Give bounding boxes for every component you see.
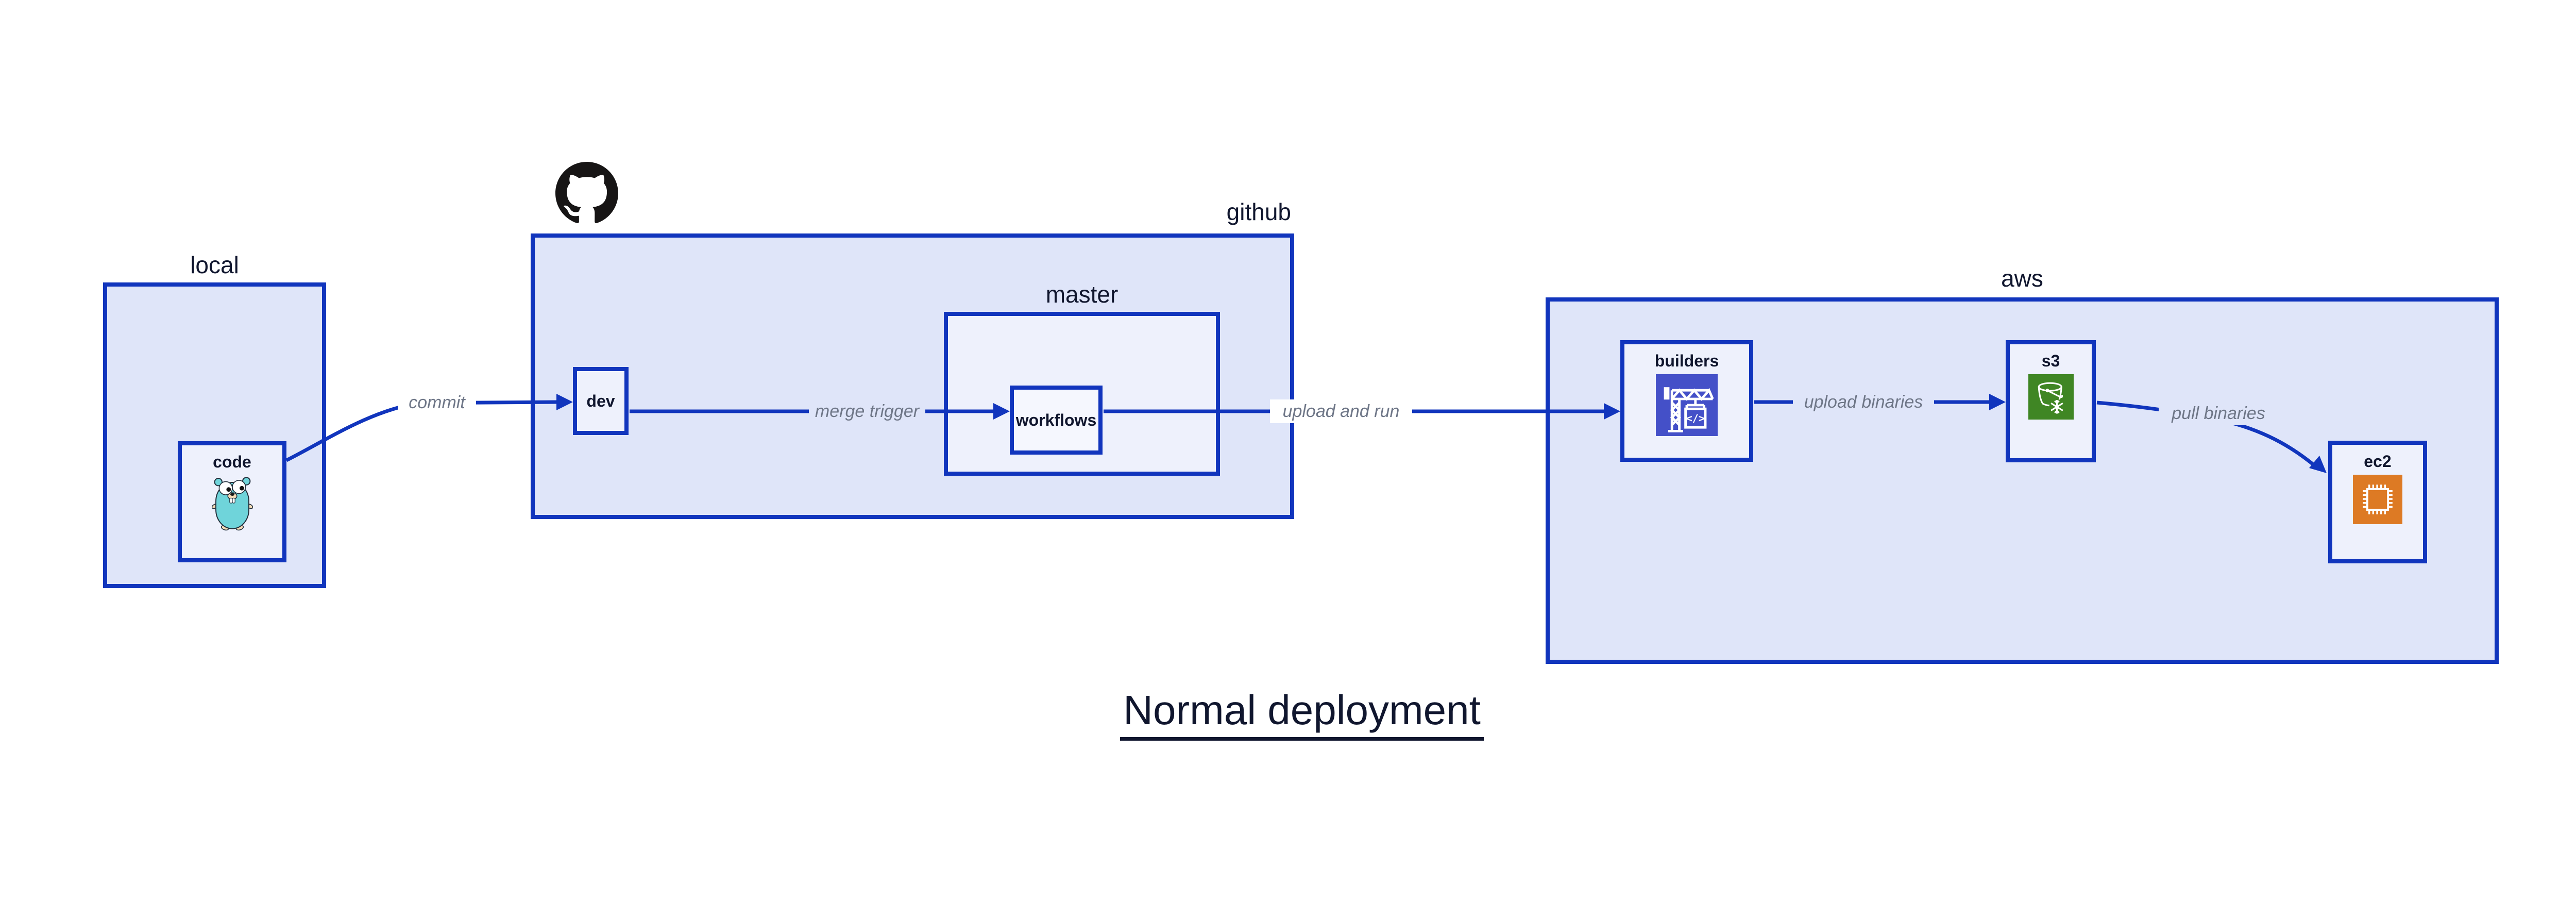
builders-node: builders </> <box>1620 340 1753 462</box>
diagram-title-text: Normal deployment <box>1120 687 1484 741</box>
ec2-node: ec2 <box>2328 441 2427 563</box>
s3-bucket-snowflake-icon <box>2028 374 2074 422</box>
s3-node: s3 <box>2006 340 2096 462</box>
ec2-node-label: ec2 <box>2364 452 2392 471</box>
svg-text:</>: </> <box>1686 412 1705 424</box>
upload-and-run-edge-label: upload and run <box>1270 399 1412 423</box>
workflows-node-label: workflows <box>1015 411 1097 429</box>
ec2-chip-icon <box>2353 475 2402 527</box>
diagram-title: Normal deployment <box>0 687 2576 741</box>
builders-node-label: builders <box>1654 352 1719 370</box>
github-octocat-icon <box>555 162 618 227</box>
aws-group-label: aws <box>2001 265 2043 292</box>
local-group-label: local <box>190 252 239 278</box>
merge-trigger-edge-label: merge trigger <box>809 399 925 423</box>
code-node-label: code <box>213 453 251 471</box>
go-gopher-icon <box>211 475 253 533</box>
code-node: code <box>178 441 286 562</box>
github-group-label: github <box>1226 198 1291 225</box>
dev-node-label: dev <box>586 392 615 410</box>
codebuild-crane-icon: </> <box>1655 374 1718 439</box>
pull-binaries-edge-label: pull binaries <box>2159 402 2278 425</box>
s3-node-label: s3 <box>2041 352 2060 370</box>
workflows-node: workflows <box>1010 386 1103 455</box>
dev-node: dev <box>573 367 629 435</box>
commit-edge-label: commit <box>398 391 476 414</box>
master-group-label: master <box>1045 281 1118 308</box>
upload-binaries-edge-label: upload binaries <box>1793 390 1934 414</box>
